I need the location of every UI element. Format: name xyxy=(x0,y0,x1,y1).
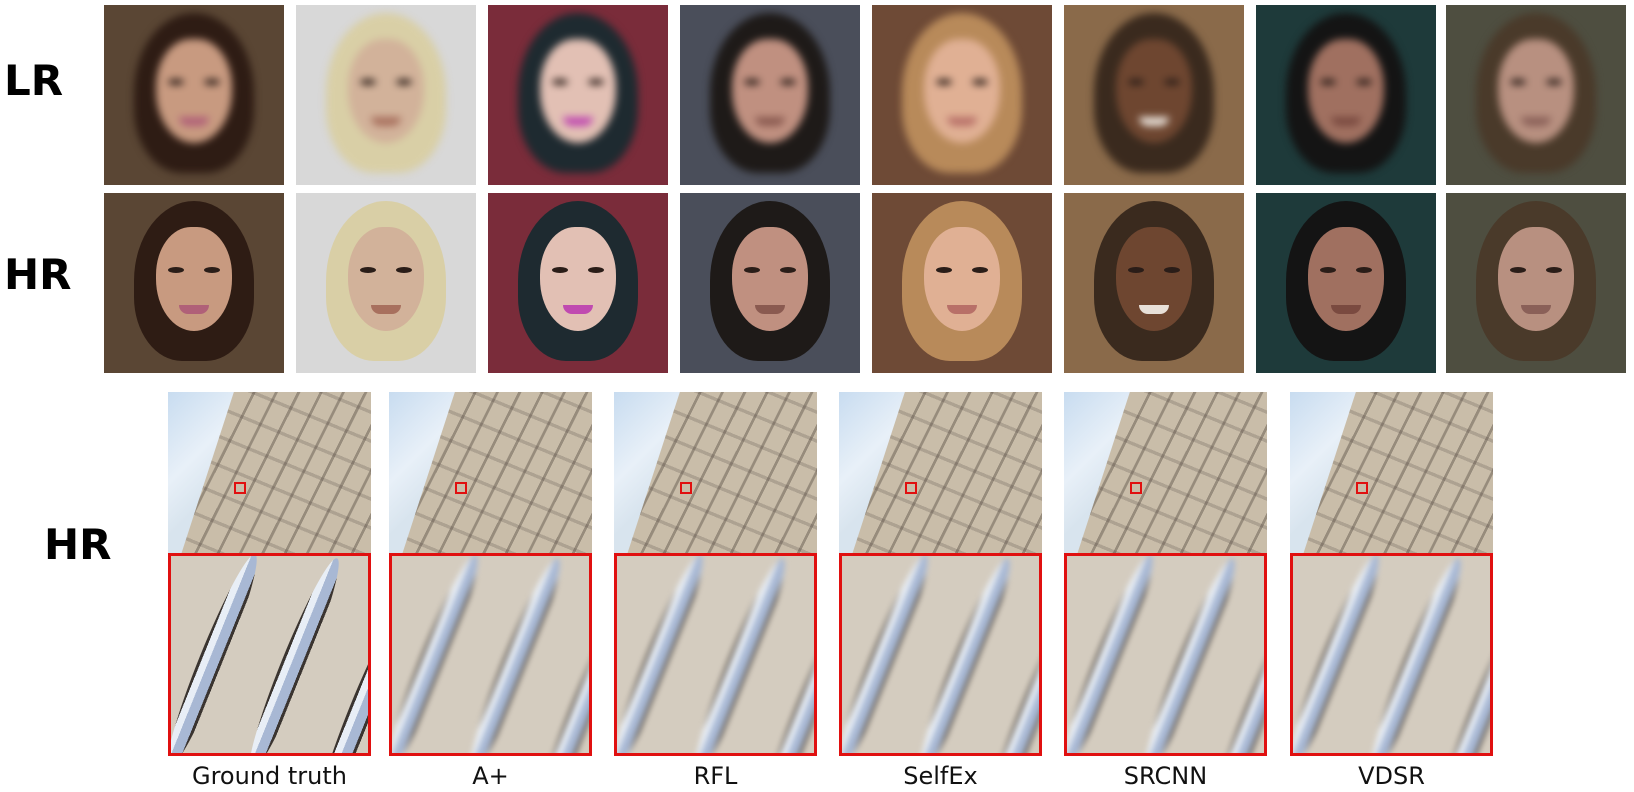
building-thumbnail-3 xyxy=(614,392,817,553)
roi-marker xyxy=(455,482,467,494)
zoomed-crop-2 xyxy=(389,553,592,756)
building-thumbnail-4 xyxy=(839,392,1042,553)
row-label-lr: LR xyxy=(4,56,64,105)
hr-face-image-3 xyxy=(488,193,668,373)
roi-marker xyxy=(1130,482,1142,494)
row-label-hr-faces: HR xyxy=(4,250,72,299)
roi-marker xyxy=(905,482,917,494)
roi-marker xyxy=(680,482,692,494)
zoomed-crop-3 xyxy=(614,553,817,756)
hr-face-image-1 xyxy=(104,193,284,373)
hr-face-image-2 xyxy=(296,193,476,373)
caption-ground-truth: Ground truth xyxy=(191,762,347,790)
zoomed-crop-4 xyxy=(839,553,1042,756)
hr-face-image-4 xyxy=(680,193,860,373)
caption-rfl: RFL xyxy=(693,762,738,790)
caption-vdsr: VDSR xyxy=(1358,762,1425,790)
hr-face-image-5 xyxy=(872,193,1052,373)
roi-marker xyxy=(1356,482,1368,494)
caption-srcnn: SRCNN xyxy=(1123,762,1208,790)
zoomed-crop-6 xyxy=(1290,553,1493,756)
building-thumbnail-6 xyxy=(1290,392,1493,553)
hr-face-image-6 xyxy=(1064,193,1244,373)
zoomed-crop-5 xyxy=(1064,553,1267,756)
lr-face-image-4 xyxy=(680,5,860,185)
caption-selfex: SelfEx xyxy=(903,762,978,790)
lr-face-image-8 xyxy=(1446,5,1626,185)
building-thumbnail-2 xyxy=(389,392,592,553)
building-thumbnail-5 xyxy=(1064,392,1267,553)
lr-face-image-7 xyxy=(1256,5,1436,185)
hr-face-image-8 xyxy=(1446,193,1626,373)
lr-face-image-2 xyxy=(296,5,476,185)
hr-face-image-7 xyxy=(1256,193,1436,373)
caption-a-: A+ xyxy=(472,762,509,790)
lr-face-image-5 xyxy=(872,5,1052,185)
building-thumbnail-1 xyxy=(168,392,371,553)
row-label-hr-buildings: HR xyxy=(44,520,112,569)
zoomed-crop-1 xyxy=(168,553,371,756)
roi-marker xyxy=(234,482,246,494)
lr-face-image-3 xyxy=(488,5,668,185)
lr-face-image-1 xyxy=(104,5,284,185)
lr-face-image-6 xyxy=(1064,5,1244,185)
